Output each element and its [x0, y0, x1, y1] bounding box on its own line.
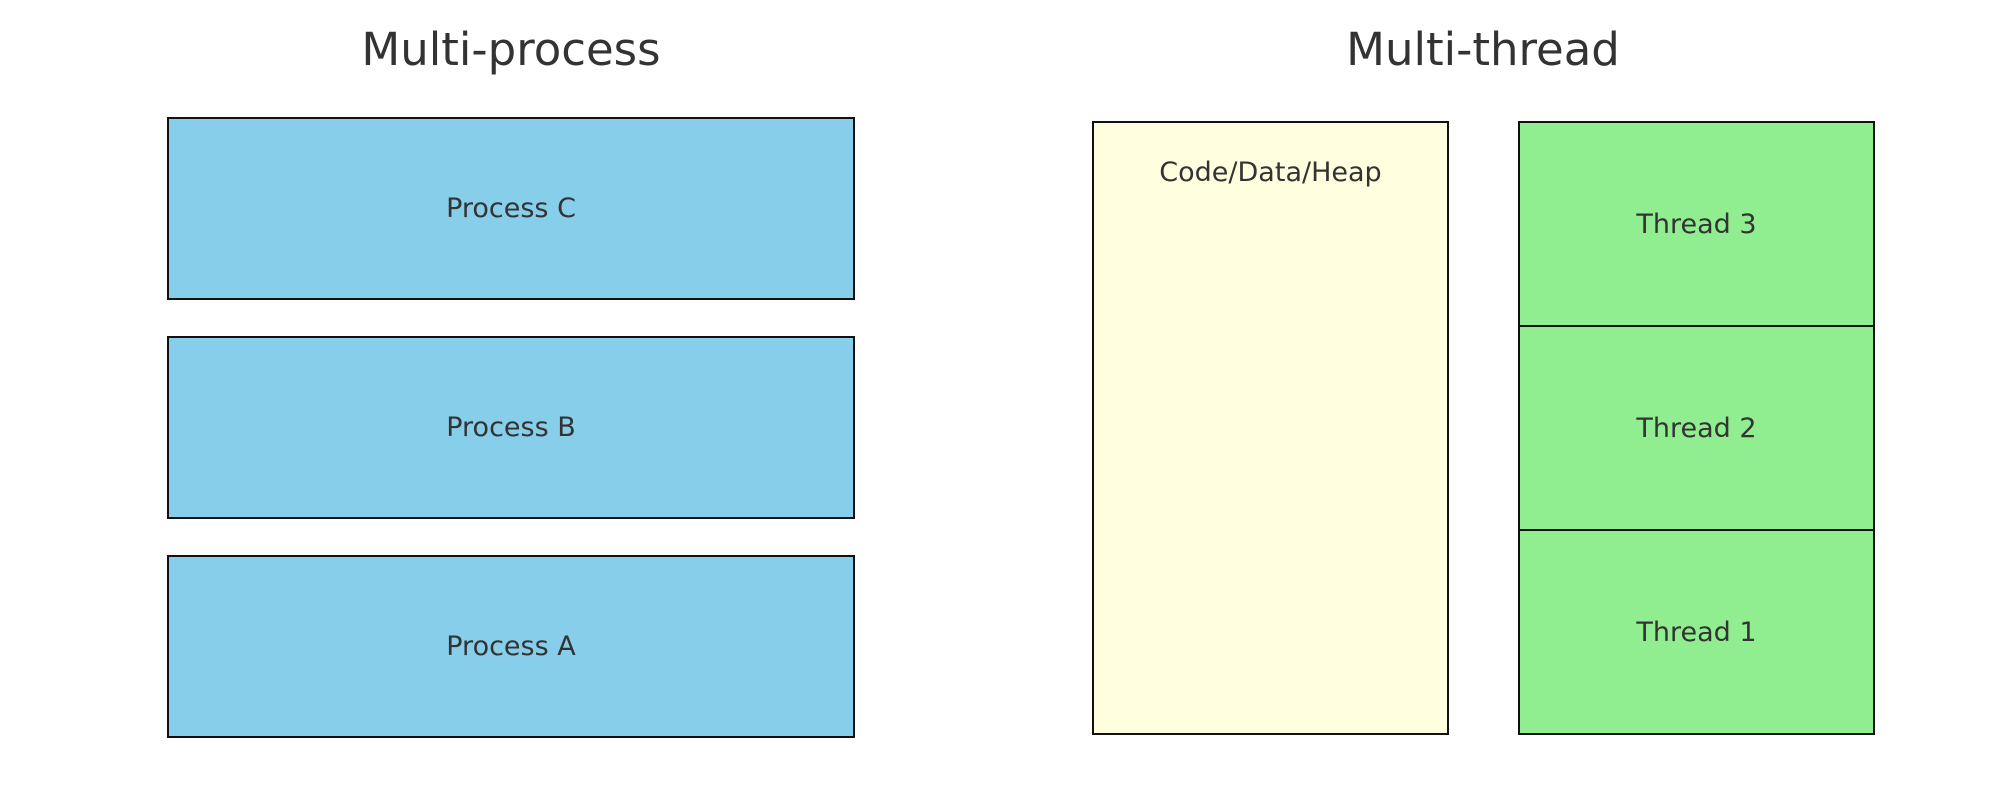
thread-2-box: Thread 2 [1520, 325, 1873, 529]
multi-thread-title: Multi-thread [1346, 23, 1620, 76]
shared-memory-box: Code/Data/Heap [1092, 121, 1449, 735]
process-c-label: Process C [446, 193, 576, 224]
thread-3-label: Thread 3 [1636, 208, 1757, 240]
process-b-box: Process B [167, 336, 855, 519]
multi-process-title: Multi-process [361, 23, 661, 76]
thread-1-box: Thread 1 [1520, 529, 1873, 733]
shared-memory-label: Code/Data/Heap [1159, 157, 1382, 188]
process-b-label: Process B [446, 412, 576, 443]
process-a-label: Process A [446, 631, 576, 662]
process-c-box: Process C [167, 117, 855, 300]
process-a-box: Process A [167, 555, 855, 738]
thread-2-label: Thread 2 [1636, 412, 1757, 444]
thread-1-label: Thread 1 [1636, 616, 1757, 648]
thread-stack: Thread 3 Thread 2 Thread 1 [1518, 121, 1875, 735]
thread-3-box: Thread 3 [1520, 123, 1873, 325]
